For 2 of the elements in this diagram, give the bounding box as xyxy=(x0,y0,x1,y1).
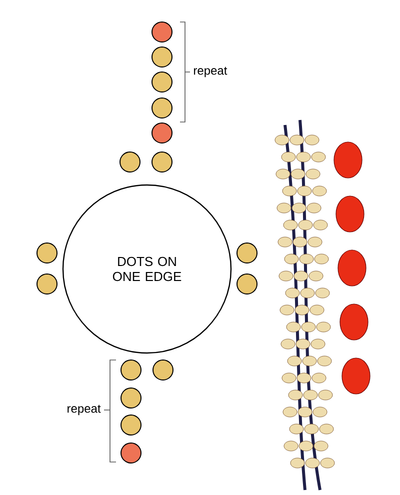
repeat-label: repeat xyxy=(68,404,101,416)
repeat-label: repeat xyxy=(194,66,228,78)
